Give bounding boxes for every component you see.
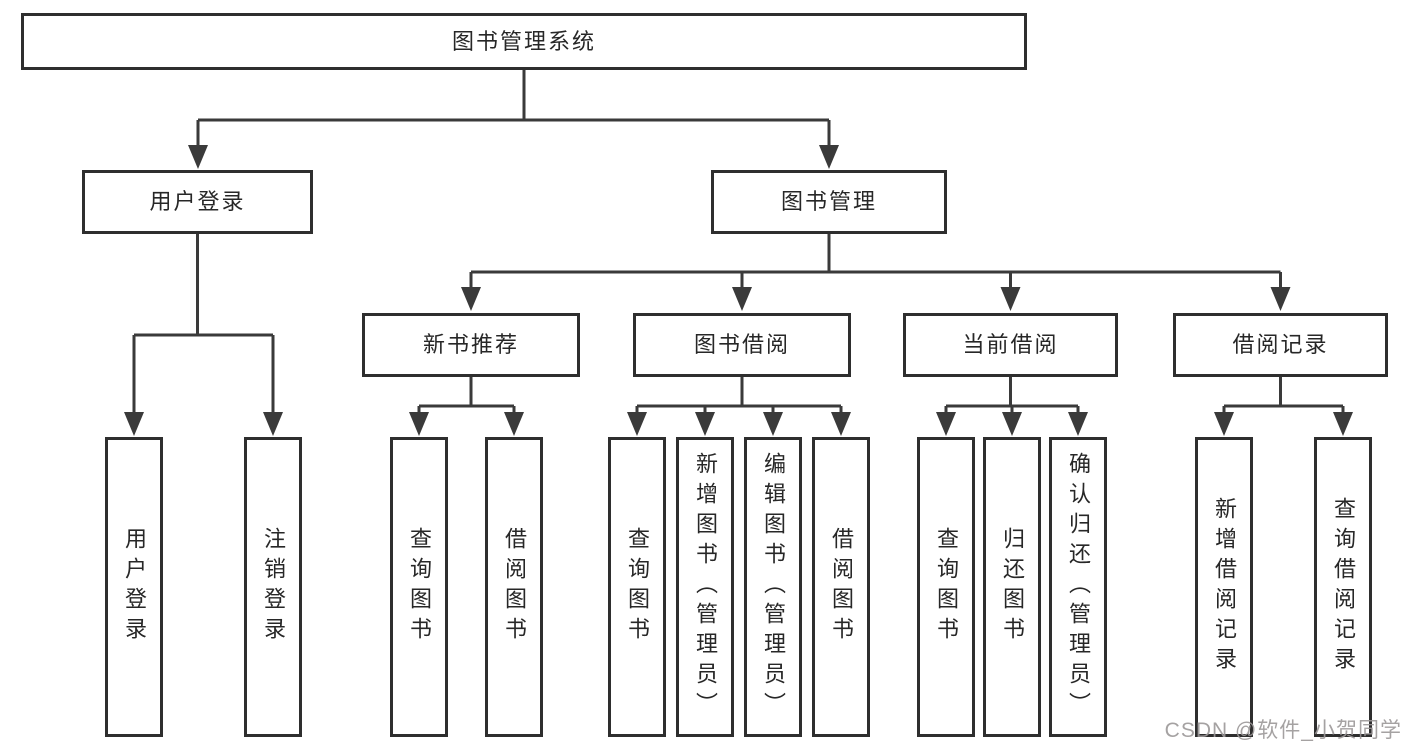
connector-new-book-split	[409, 377, 524, 436]
node-borrow-records: 借阅记录	[1173, 313, 1388, 377]
node-borrow-records-label: 借阅记录	[1232, 332, 1329, 357]
connector-book-borrow-split	[627, 377, 851, 436]
leaf-query-books-recommend-label: 查询图书	[407, 527, 432, 647]
node-book-borrow-label: 图书借阅	[693, 332, 790, 357]
leaf-borrow-books-label: 借阅图书	[829, 527, 854, 647]
leaf-query-books-borrow: 查询图书	[608, 437, 666, 737]
node-current-borrow-label: 当前借阅	[962, 332, 1059, 357]
node-book-management: 图书管理	[711, 170, 947, 234]
leaf-logout-label: 注销登录	[261, 527, 286, 647]
leaf-query-books-recommend: 查询图书	[390, 437, 448, 737]
leaf-user-login: 用户登录	[105, 437, 163, 737]
leaf-edit-book-admin-label: 编辑图书（管理员）	[761, 452, 786, 722]
leaf-query-books-current: 查询图书	[917, 437, 975, 737]
watermark: CSDN @软件_小贺同学	[1164, 719, 1402, 742]
node-book-management-label: 图书管理	[780, 189, 877, 214]
leaf-add-borrow-record: 新增借阅记录	[1195, 437, 1253, 737]
connector-book-management-split	[461, 234, 1291, 311]
leaf-confirm-return-admin-label: 确认归还（管理员）	[1066, 452, 1091, 722]
connector-current-borrow-split	[936, 377, 1088, 436]
node-book-borrow: 图书借阅	[633, 313, 851, 377]
leaf-edit-book-admin: 编辑图书（管理员）	[744, 437, 802, 737]
leaf-query-borrow-record: 查询借阅记录	[1314, 437, 1372, 737]
leaf-return-books-label: 归还图书	[1000, 527, 1025, 647]
node-current-borrow: 当前借阅	[903, 313, 1118, 377]
leaf-query-borrow-record-label: 查询借阅记录	[1331, 497, 1356, 677]
leaf-add-book-admin: 新增图书（管理员）	[676, 437, 734, 737]
leaf-query-books-current-label: 查询图书	[934, 527, 959, 647]
leaf-confirm-return-admin: 确认归还（管理员）	[1049, 437, 1107, 737]
leaf-logout: 注销登录	[244, 437, 302, 737]
node-library-system-label: 图书管理系统	[451, 28, 596, 54]
leaf-borrow-books-recommend-label: 借阅图书	[502, 527, 527, 647]
leaf-borrow-books-recommend: 借阅图书	[485, 437, 543, 737]
node-new-book-recommend: 新书推荐	[362, 313, 580, 377]
node-user-login-label: 用户登录	[149, 189, 246, 214]
leaf-add-book-admin-label: 新增图书（管理员）	[693, 452, 718, 722]
node-library-system: 图书管理系统	[21, 13, 1027, 70]
leaf-borrow-books: 借阅图书	[812, 437, 870, 737]
node-user-login: 用户登录	[82, 170, 313, 234]
node-new-book-recommend-label: 新书推荐	[422, 332, 519, 357]
leaf-query-books-borrow-label: 查询图书	[625, 527, 650, 647]
leaf-return-books: 归还图书	[983, 437, 1041, 737]
connector-borrow-records-split	[1214, 377, 1353, 436]
connector-user-login-split	[124, 234, 283, 436]
leaf-add-borrow-record-label: 新增借阅记录	[1212, 497, 1237, 677]
connector-root-split	[188, 70, 839, 169]
leaf-user-login-label: 用户登录	[122, 527, 147, 647]
